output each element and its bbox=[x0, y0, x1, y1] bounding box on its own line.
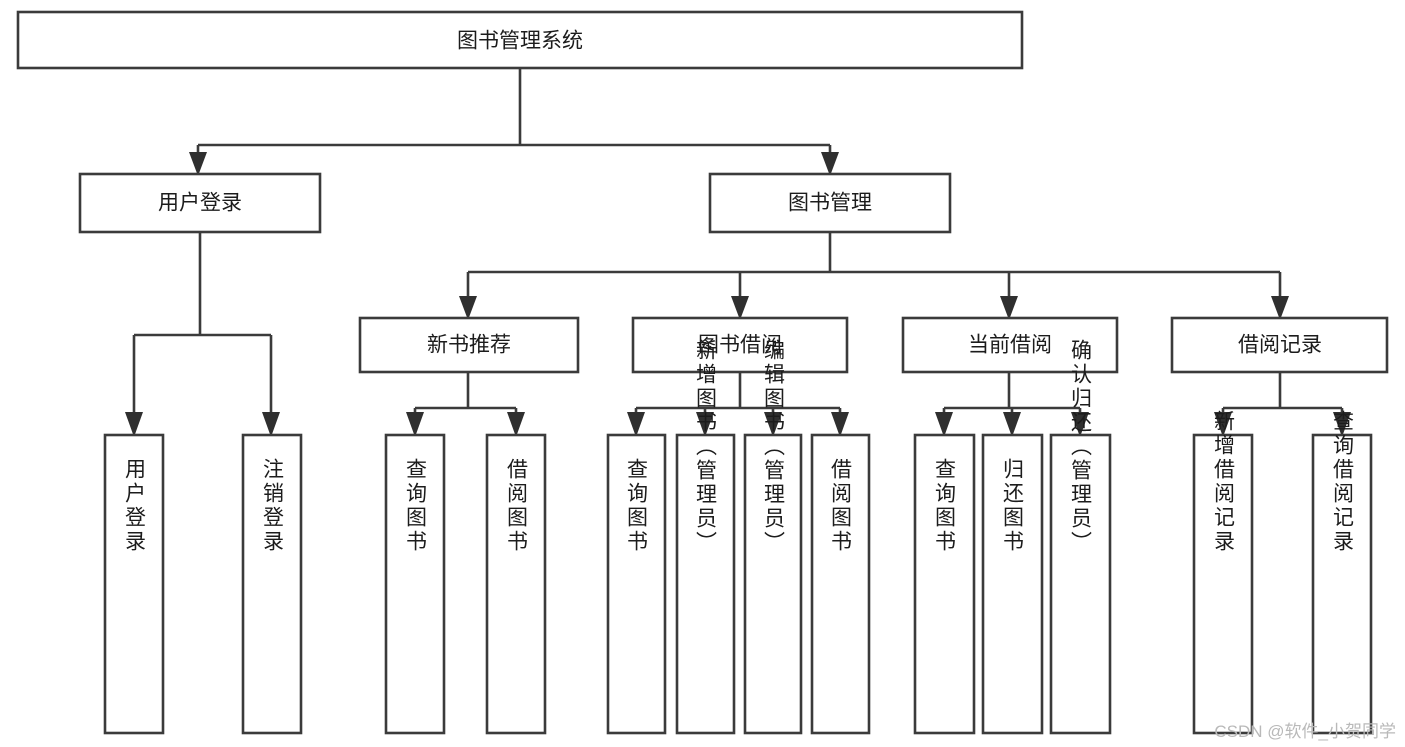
connector-layer bbox=[125, 68, 1351, 437]
node-leaf-borrow-book-borrow[interactable]: 借阅图书 bbox=[810, 433, 871, 735]
node-leaf-edit-book-admin[interactable]: 编辑图书（管理员） bbox=[743, 339, 803, 735]
node-leaf-add-book-admin-label: 新增图书（管理员） bbox=[694, 339, 718, 555]
node-leaf-borrow-book-borrow-label: 借阅图书 bbox=[829, 458, 853, 554]
node-leaf-confirm-return-admin[interactable]: 确认归还（管理员） bbox=[1049, 339, 1112, 735]
node-leaf-user-login[interactable]: 用户登录 bbox=[103, 433, 165, 735]
csdn-watermark: CSDN @软件_小贺同学 bbox=[1214, 722, 1396, 741]
node-leaf-confirm-return-admin-label: 确认归还（管理员） bbox=[1069, 339, 1093, 555]
node-book-management[interactable]: 图书管理 bbox=[708, 172, 952, 234]
node-book-management-box[interactable] bbox=[708, 172, 952, 234]
node-leaf-logout-label: 注销登录 bbox=[261, 458, 285, 554]
node-leaf-query-book-newbook[interactable]: 查询图书 bbox=[384, 433, 446, 735]
arrow-head-leaf-user-login bbox=[125, 412, 143, 437]
node-user-login-box[interactable] bbox=[78, 172, 322, 234]
node-book-borrow-label: 图书借阅 bbox=[698, 334, 782, 357]
node-book-management-label: 图书管理 bbox=[788, 192, 872, 215]
node-leaf-logout[interactable]: 注销登录 bbox=[241, 433, 303, 735]
node-current-borrow-box[interactable] bbox=[901, 316, 1119, 374]
arrow-head-leaf-add-book bbox=[696, 412, 714, 437]
node-leaf-return-book-box[interactable] bbox=[981, 433, 1044, 735]
node-root[interactable]: 图书管理系统 bbox=[16, 10, 1024, 70]
node-leaf-query-book-borrow[interactable]: 查询图书 bbox=[606, 433, 667, 735]
node-borrow-record-label: 借阅记录 bbox=[1238, 334, 1322, 357]
node-leaf-query-book-borrow-box[interactable] bbox=[606, 433, 667, 735]
node-leaf-confirm-return-admin-box[interactable] bbox=[1049, 433, 1112, 735]
node-leaf-edit-book-admin-box[interactable] bbox=[743, 433, 803, 735]
arrow-head-leaf-borrow-book-1 bbox=[507, 412, 525, 437]
node-leaf-add-borrow-record-box[interactable] bbox=[1192, 433, 1254, 735]
node-leaf-query-book-newbook-label: 查询图书 bbox=[404, 458, 428, 554]
node-leaf-query-book-current[interactable]: 查询图书 bbox=[913, 433, 976, 735]
arrow-head-user-login bbox=[189, 152, 207, 176]
node-leaf-borrow-book-newbook[interactable]: 借阅图书 bbox=[485, 433, 547, 735]
arrow-head-leaf-query-record bbox=[1333, 412, 1351, 437]
node-leaf-query-borrow-record-box[interactable] bbox=[1311, 433, 1373, 735]
node-current-borrow[interactable]: 当前借阅 bbox=[901, 316, 1119, 374]
node-leaf-query-borrow-record-label: 查询借阅记录 bbox=[1331, 410, 1355, 554]
node-leaf-borrow-book-borrow-box[interactable] bbox=[810, 433, 871, 735]
node-leaf-edit-book-admin-label: 编辑图书（管理员） bbox=[762, 339, 786, 555]
node-new-book-recommend-label: 新书推荐 bbox=[427, 334, 511, 357]
node-current-borrow-label: 当前借阅 bbox=[968, 334, 1052, 357]
node-borrow-record[interactable]: 借阅记录 bbox=[1170, 316, 1389, 374]
node-leaf-user-login-box[interactable] bbox=[103, 433, 165, 735]
node-leaf-return-book[interactable]: 归还图书 bbox=[981, 433, 1044, 735]
node-leaf-add-book-admin[interactable]: 新增图书（管理员） bbox=[675, 339, 736, 735]
node-leaf-add-book-admin-box[interactable] bbox=[675, 433, 736, 735]
arrow-head-leaf-return-book bbox=[1003, 412, 1021, 437]
arrow-head-record bbox=[1271, 296, 1289, 320]
arrow-head-leaf-query-book-2 bbox=[627, 412, 645, 437]
node-borrow-record-box[interactable] bbox=[1170, 316, 1389, 374]
node-leaf-query-book-current-box[interactable] bbox=[913, 433, 976, 735]
node-leaf-borrow-book-newbook-box[interactable] bbox=[485, 433, 547, 735]
node-book-borrow-box[interactable] bbox=[631, 316, 849, 374]
arrow-head-leaf-logout bbox=[262, 412, 280, 437]
arrow-head-leaf-edit-book bbox=[764, 412, 782, 437]
node-root-box[interactable] bbox=[16, 10, 1024, 70]
node-leaf-logout-box[interactable] bbox=[241, 433, 303, 735]
arrow-head-leaf-confirm-return bbox=[1071, 412, 1089, 437]
node-book-borrow[interactable]: 图书借阅 bbox=[631, 316, 849, 374]
node-leaf-query-book-newbook-box[interactable] bbox=[384, 433, 446, 735]
node-leaf-return-book-label: 归还图书 bbox=[1001, 458, 1025, 554]
arrow-head-book-mgmt bbox=[821, 152, 839, 176]
arrow-head-newbook bbox=[459, 296, 477, 320]
arrow-head-borrow bbox=[731, 296, 749, 320]
node-leaf-query-book-borrow-label: 查询图书 bbox=[625, 458, 649, 554]
node-new-book-recommend[interactable]: 新书推荐 bbox=[358, 316, 580, 374]
node-user-login-label: 用户登录 bbox=[158, 192, 242, 215]
node-leaf-query-book-current-label: 查询图书 bbox=[933, 458, 957, 554]
arrow-head-leaf-query-book-1 bbox=[406, 412, 424, 437]
arrow-head-leaf-add-record bbox=[1214, 412, 1232, 437]
node-leaf-add-borrow-record-label: 新增借阅记录 bbox=[1212, 410, 1236, 554]
node-leaf-borrow-book-newbook-label: 借阅图书 bbox=[505, 458, 529, 554]
node-user-login[interactable]: 用户登录 bbox=[78, 172, 322, 234]
node-root-label: 图书管理系统 bbox=[457, 30, 583, 53]
node-leaf-user-login-label: 用户登录 bbox=[123, 458, 147, 554]
node-leaf-query-borrow-record[interactable]: 查询借阅记录 bbox=[1311, 410, 1373, 735]
arrow-head-current bbox=[1000, 296, 1018, 320]
node-leaf-add-borrow-record[interactable]: 新增借阅记录 bbox=[1192, 410, 1254, 735]
arrow-head-leaf-query-book-3 bbox=[935, 412, 953, 437]
arrow-head-leaf-borrow-book-2 bbox=[831, 412, 849, 437]
node-new-book-recommend-box[interactable] bbox=[358, 316, 580, 374]
